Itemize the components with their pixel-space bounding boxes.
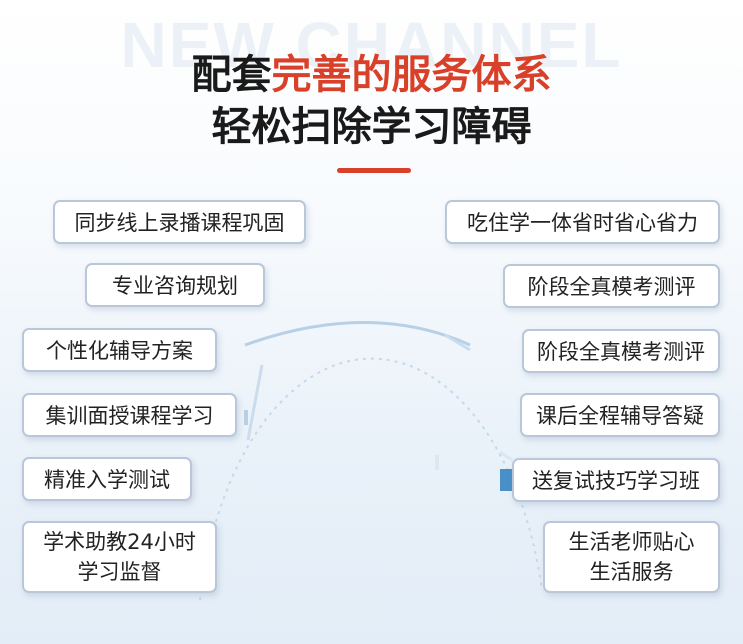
left-item-personalized-plan: 个性化辅导方案: [22, 328, 217, 372]
title-underline: [337, 168, 411, 173]
left-item-label: 集训面授课程学习: [45, 404, 214, 428]
left-item-label: 个性化辅导方案: [46, 339, 193, 363]
right-item-mock-exam-2: 阶段全真模考测评: [522, 329, 720, 373]
left-item-intensive-course: 集训面授课程学习: [22, 393, 237, 437]
left-item-online-course: 同步线上录播课程巩固: [53, 200, 306, 244]
left-item-label-line2: 学习监督: [77, 560, 162, 584]
right-item-label: 生活老师贴心: [568, 530, 695, 554]
title-highlight: 完善的服务体系: [271, 52, 552, 98]
right-item-all-in-one: 吃住学一体省时省心省力: [445, 200, 720, 244]
right-item-label-line2: 生活服务: [589, 560, 674, 584]
right-item-label: 课后全程辅导答疑: [536, 404, 704, 428]
connector-marker: [500, 469, 514, 491]
title-prefix: 配套: [191, 52, 272, 98]
left-item-consulting: 专业咨询规划: [85, 263, 265, 307]
right-item-label: 阶段全真模考测评: [527, 275, 696, 299]
right-item-label: 送复试技巧学习班: [532, 469, 700, 493]
left-item-label: 专业咨询规划: [112, 274, 238, 298]
right-item-mock-exam-1: 阶段全真模考测评: [503, 264, 720, 308]
left-item-assistant-supervision: 学术助教24小时 学习监督: [22, 521, 217, 593]
right-item-retest-skills: 送复试技巧学习班: [512, 458, 720, 502]
right-item-label: 阶段全真模考测评: [537, 340, 705, 364]
left-item-label: 学术助教24小时: [43, 530, 196, 554]
left-item-label: 同步线上录播课程巩固: [74, 211, 285, 235]
page-title-line2: 轻松扫除学习障碍: [211, 104, 532, 150]
right-item-after-class-qa: 课后全程辅导答疑: [520, 393, 720, 437]
watermark-text: NEW CHANNEL: [120, 9, 623, 81]
right-item-life-service: 生活老师贴心 生活服务: [543, 521, 720, 593]
page-title-line1: 配套完善的服务体系: [0, 42, 743, 100]
right-item-label: 吃住学一体省时省心省力: [467, 211, 698, 235]
left-item-entrance-test: 精准入学测试: [22, 457, 192, 501]
left-item-label: 精准入学测试: [44, 468, 170, 492]
